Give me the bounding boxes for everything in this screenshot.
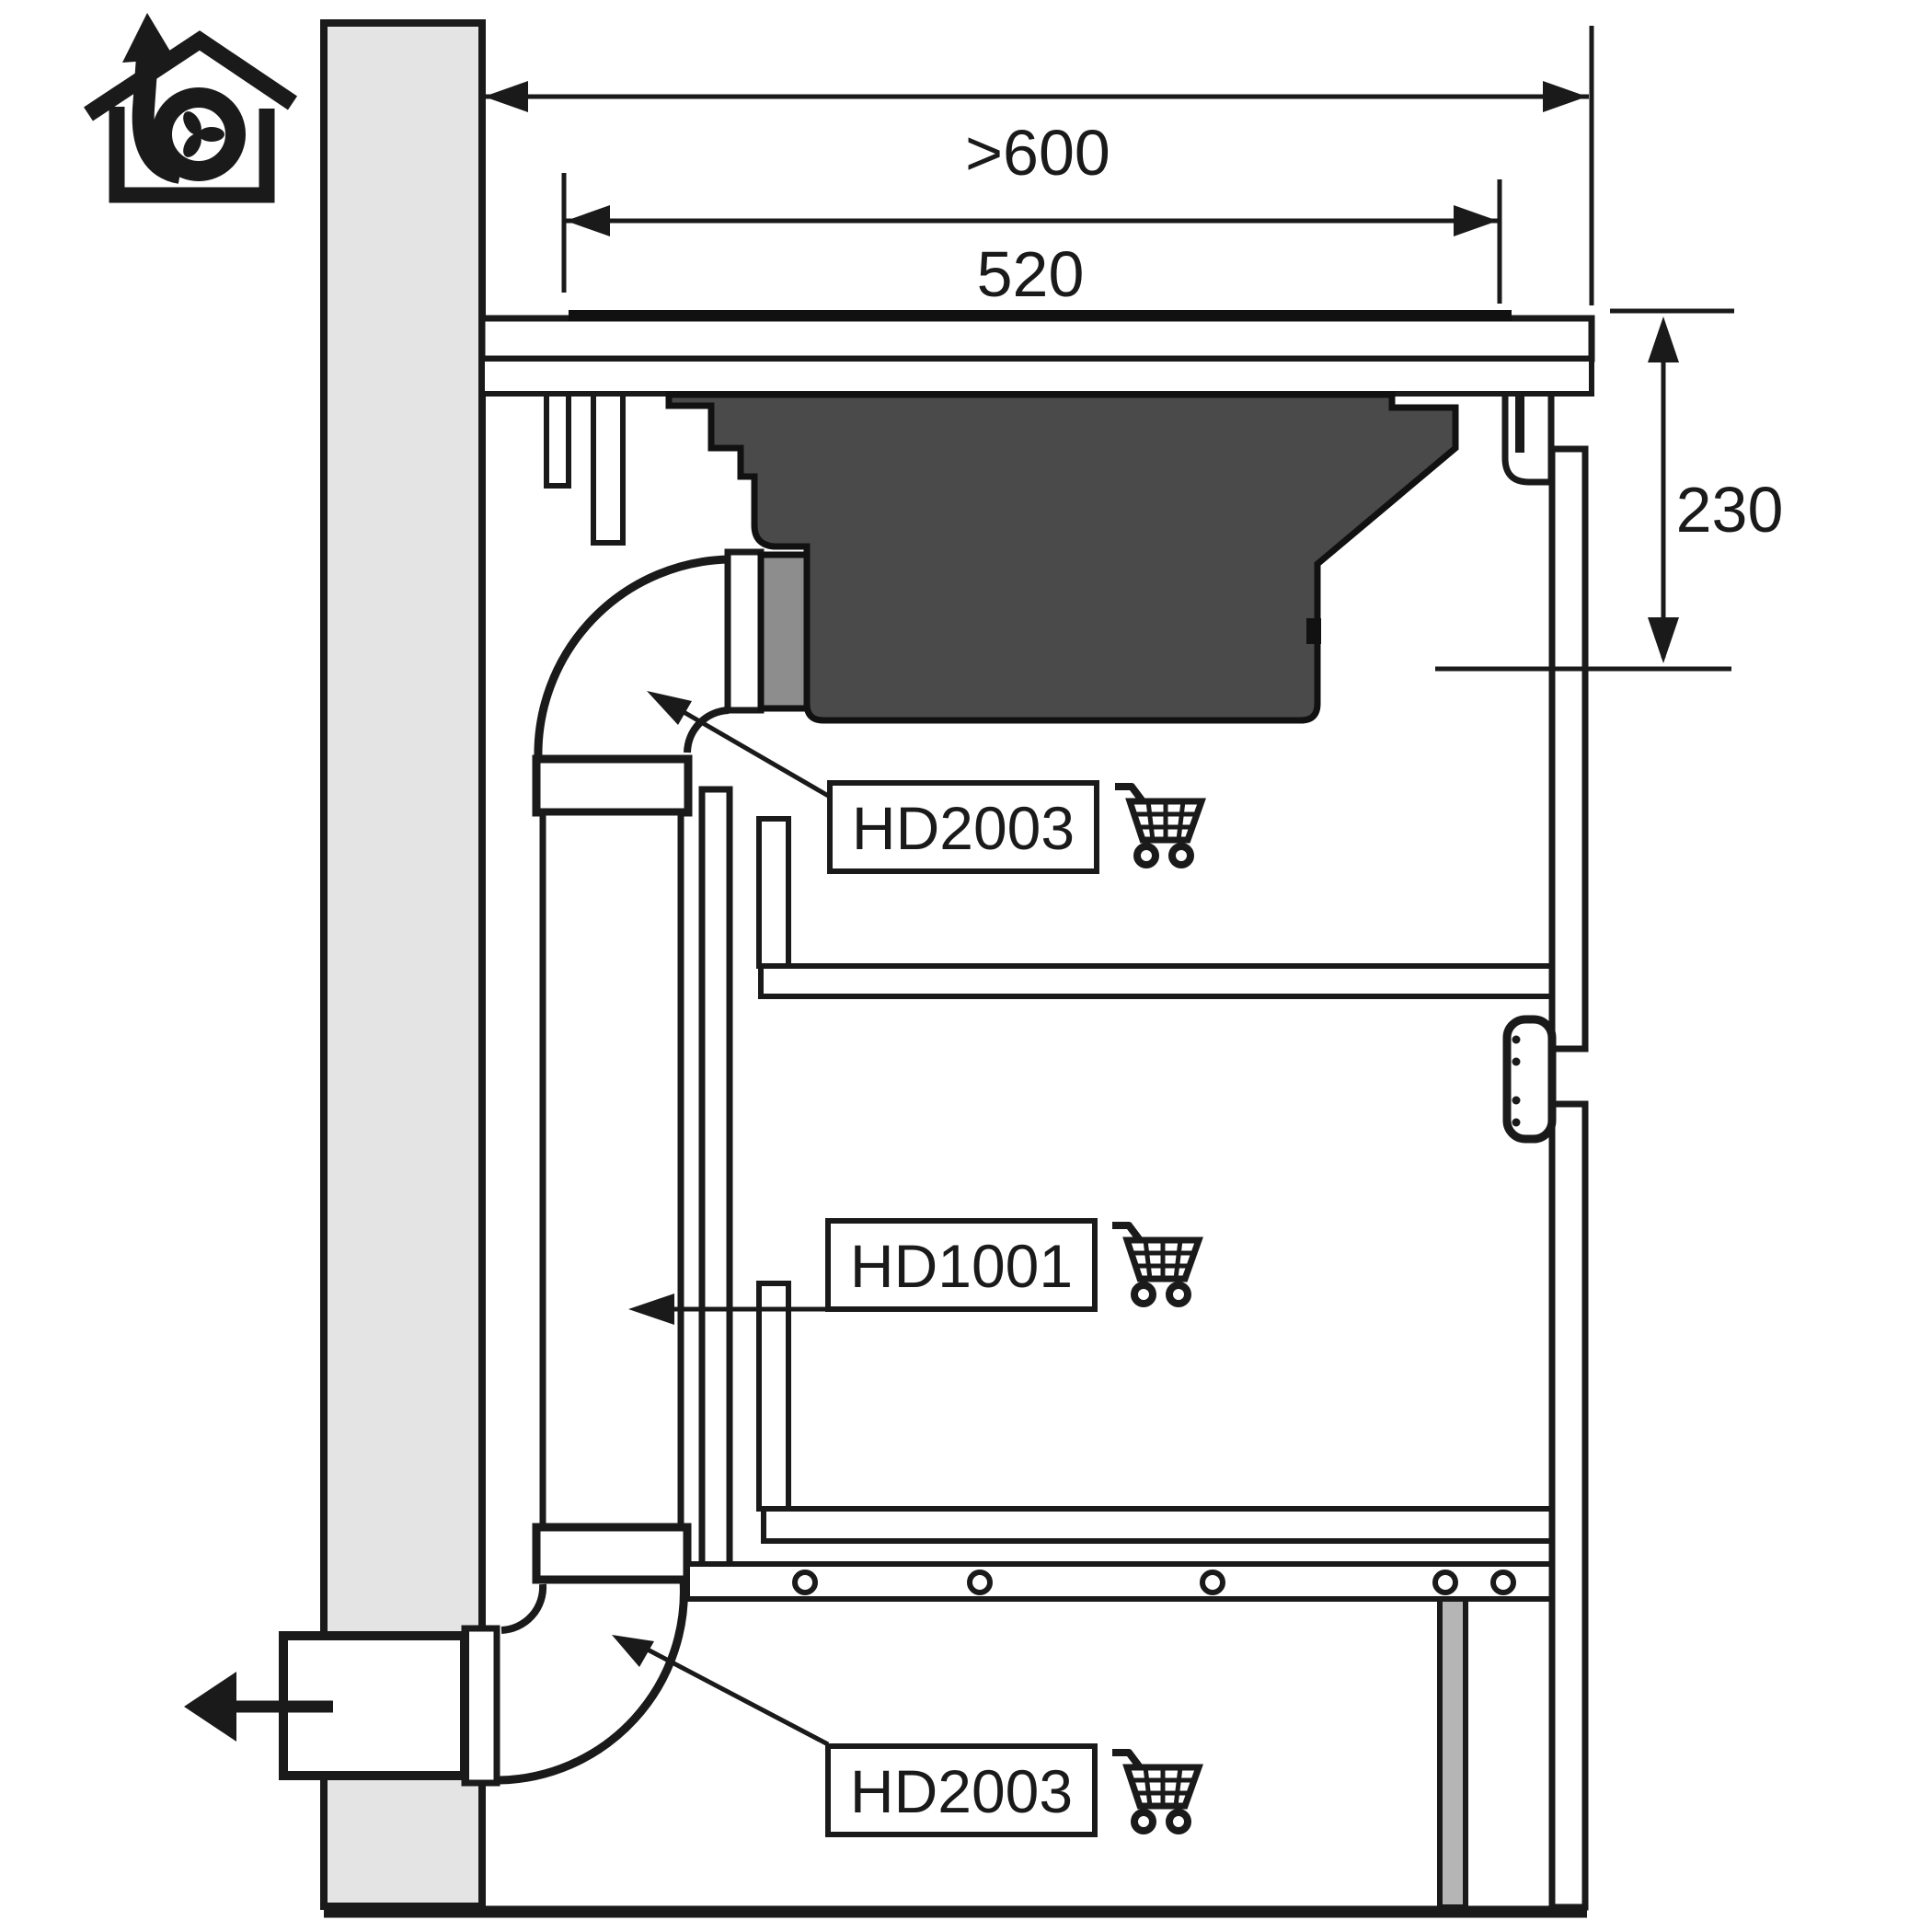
upper-divider (756, 816, 791, 969)
fan-blades (183, 111, 224, 157)
bracket-screw (1512, 1035, 1521, 1044)
mounting-clip (1306, 618, 1321, 644)
cabinet-right-panel-lower (1548, 1100, 1589, 1911)
leader-arrowhead (647, 691, 692, 725)
rail-hole (1432, 1570, 1458, 1595)
cabinet-bottom-panel (761, 1506, 1555, 1544)
exhaust-arrow-shaft (132, 56, 183, 184)
dim-clearance-width-value: >600 (965, 117, 1110, 189)
cabinet (684, 396, 1589, 1911)
bracket-screw (1512, 1118, 1521, 1127)
exhaust-arrow-head (122, 13, 175, 63)
part-link-duct-straight[interactable]: HD1001 (628, 1218, 1098, 1325)
part-label-text: HD2003 (852, 794, 1075, 862)
leader-arrowhead (628, 1294, 674, 1325)
upper-elbow-outer (534, 555, 730, 760)
rail-hole (1490, 1570, 1516, 1595)
rail-hole (792, 1570, 818, 1595)
duct-outlet-flange (724, 548, 765, 714)
part-label-box[interactable] (827, 780, 1099, 874)
upper-elbow-collar (532, 754, 693, 817)
duct-connector (757, 551, 811, 712)
part-link-duct-elbow-bottom[interactable]: HD2003 (612, 1635, 1098, 1837)
cabinet-left-panel (698, 786, 733, 1570)
dimension-cutout-width: 520 (561, 173, 1502, 310)
bracket-screw (1512, 1096, 1521, 1105)
wall-duct-flange (461, 1625, 500, 1787)
lower-elbow-collar (532, 1523, 692, 1584)
shelf (758, 963, 1555, 999)
panel-connector-bracket (1502, 1015, 1557, 1144)
part-label-box[interactable] (825, 1218, 1098, 1312)
dim-install-depth-value: 230 (1676, 474, 1784, 546)
duct-system (184, 555, 730, 1787)
worktop-clamp-bracket (1501, 396, 1555, 486)
exhaust-direction-arrow (184, 1672, 333, 1742)
plinth-leg (1437, 1596, 1468, 1910)
dimension-clearance-width: >600 (482, 26, 1594, 305)
part-label-text: HD2003 (850, 1757, 1073, 1825)
rail-hole (1200, 1570, 1225, 1595)
bracket-screw (1512, 1057, 1521, 1066)
worktop-slab (478, 315, 1595, 362)
lower-elbow-inner (500, 1583, 547, 1634)
rail-hole (967, 1570, 993, 1595)
countertop (478, 310, 1595, 546)
wall-batten (544, 391, 571, 489)
exhaust-air-house-icon (84, 13, 298, 203)
dim-cutout-width-value: 520 (977, 238, 1085, 310)
dimension-install-depth: 230 (1435, 308, 1784, 672)
hob-unit (665, 391, 1459, 724)
vertical-duct (539, 809, 684, 1531)
cart-icon-middle[interactable] (1112, 1225, 1199, 1304)
cabinet-right-panel-upper (1548, 445, 1589, 1052)
leader-arrowhead (612, 1635, 654, 1667)
worktop-lower-layer (479, 356, 1594, 397)
part-label-box[interactable] (825, 1743, 1098, 1837)
part-label-text: HD1001 (850, 1232, 1073, 1300)
cooktop-glass (569, 310, 1512, 321)
cart-icon-top[interactable] (1115, 787, 1202, 865)
lower-elbow-outer (499, 1579, 688, 1785)
cart-icon-bottom[interactable] (1112, 1753, 1199, 1831)
lower-divider (756, 1281, 791, 1512)
hob-body (665, 391, 1459, 724)
wall (320, 19, 486, 1910)
part-link-duct-elbow-top[interactable]: HD2003 (647, 691, 1099, 874)
support-batten (591, 391, 626, 546)
